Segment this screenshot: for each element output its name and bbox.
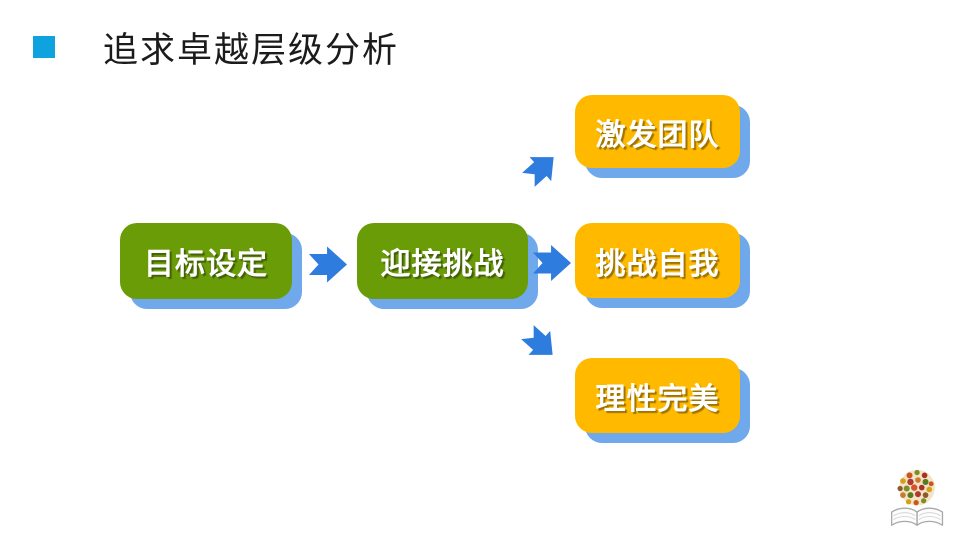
node-goal-setting-label: 目标设定 — [144, 248, 268, 281]
arrow-right-meet-to-self-icon — [533, 244, 571, 282]
page-title: 追求卓越层级分析 — [103, 31, 400, 70]
node-inspire-team: 激发团队 — [575, 95, 740, 168]
node-rational-perfection: 理性完美 — [575, 358, 740, 433]
node-rational-perfection-label: 理性完美 — [595, 382, 720, 416]
arrow-right-goal-to-meet-icon — [309, 246, 347, 283]
node-challenge-self: 挑战自我 — [575, 223, 740, 298]
node-meet-challenge-label: 迎接挑战 — [380, 248, 505, 281]
arrow-down-right-meet-to-rational-icon — [516, 320, 563, 367]
leaf-cluster-icon — [897, 469, 935, 506]
node-goal-setting: 目标设定 — [120, 223, 292, 299]
node-inspire-team-label: 激发团队 — [595, 118, 720, 152]
arrow-up-right-meet-to-inspire-icon — [517, 145, 564, 192]
node-meet-challenge: 迎接挑战 — [357, 223, 528, 299]
book-pages-icon — [890, 507, 944, 526]
node-challenge-self-label: 挑战自我 — [595, 247, 720, 281]
title-bullet-square — [33, 36, 55, 58]
open-book-logo — [886, 462, 950, 536]
